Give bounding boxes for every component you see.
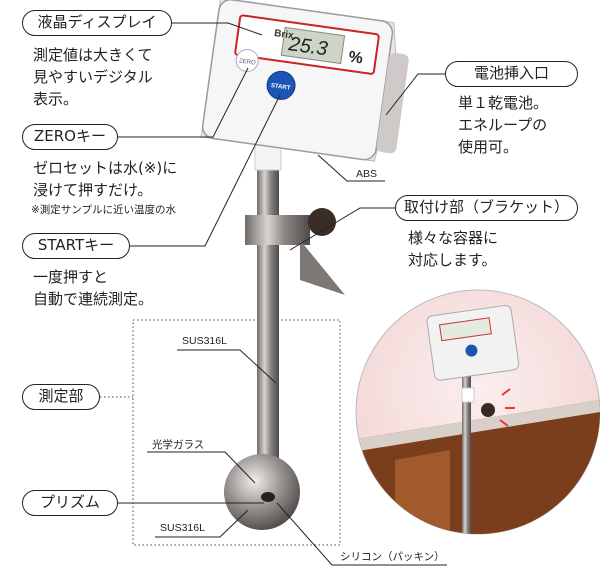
glass-tag: 光学ガラス: [152, 439, 205, 451]
abs-tag: ABS: [356, 168, 378, 180]
inset-usage-photo: [355, 289, 600, 535]
bracket-callout: 取付け部（ブラケット）: [395, 195, 578, 221]
prism-callout: プリズム: [22, 490, 118, 516]
zero-note: ※測定サンプルに近い温度の水: [31, 204, 176, 216]
start-description: 一度押すと 自動で連続測定。: [33, 268, 154, 308]
rod-material-tag: SUS316L: [182, 335, 227, 347]
bracket-description: 様々な容器に 対応します。: [408, 229, 499, 269]
zero-button[interactable]: ZERO: [239, 58, 257, 66]
zero-callout: ZEROキー: [22, 124, 118, 150]
seal-tag: シリコン（パッキン）: [340, 551, 445, 563]
lcd-description: 測定値は大きくて 見やすいデジタル 表示。: [33, 46, 153, 108]
battery-description: 単１乾電池。 エネループの 使用可。: [458, 94, 549, 156]
start-callout: STARTキー: [22, 233, 130, 259]
device-text: Brix 25.3 % ZERO START: [239, 28, 364, 92]
measure-callout: 測定部: [22, 384, 100, 410]
lcd-callout: 液晶ディスプレイ: [22, 10, 172, 36]
start-button[interactable]: START: [270, 83, 291, 92]
leader-lines: [118, 22, 447, 566]
battery-callout: 電池挿入口: [445, 61, 578, 87]
zero-description: ゼロセットは水(※)に 浸けて押すだけ。: [33, 159, 178, 199]
body-material-tag: SUS316L: [160, 522, 205, 534]
brix-label: Brix: [273, 28, 294, 42]
percent-label: %: [347, 49, 363, 68]
